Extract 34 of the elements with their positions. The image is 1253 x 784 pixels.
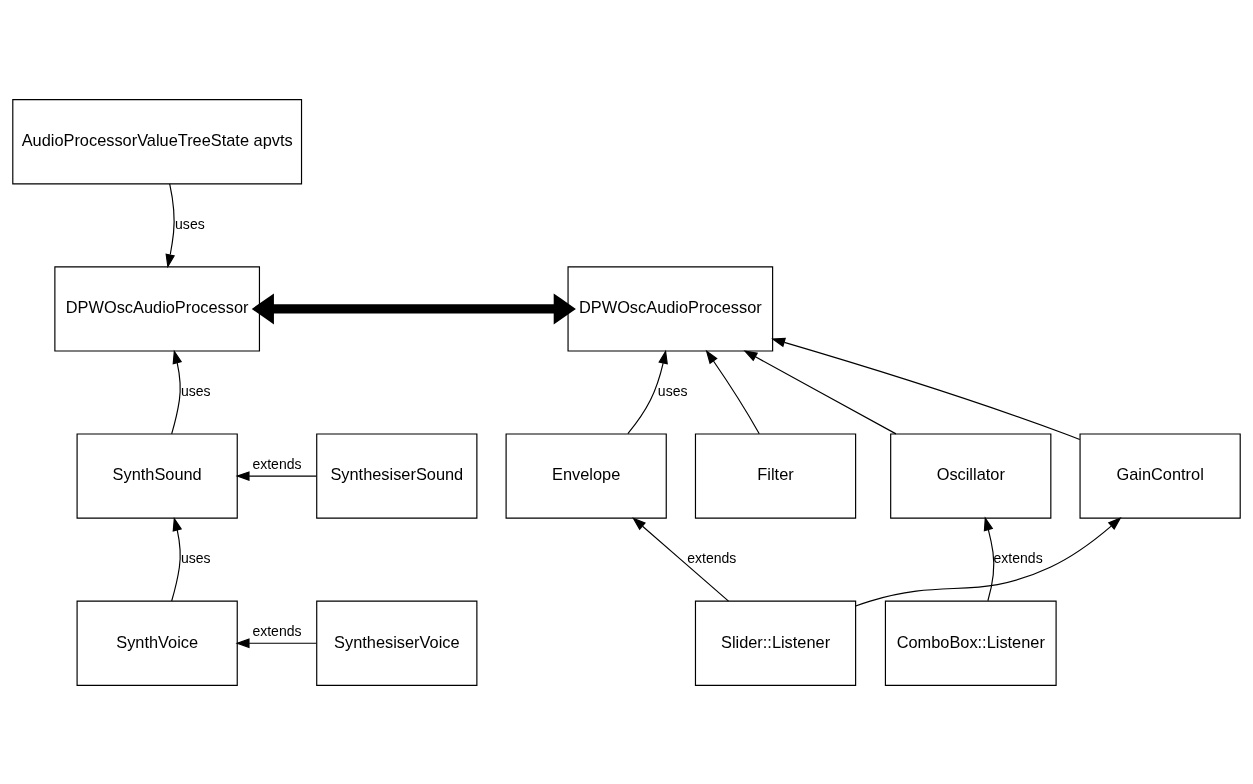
arrow [235,470,317,481]
arrow [705,349,760,434]
edge-label: extends [252,455,302,472]
arrow [235,637,317,648]
arrow [251,292,576,324]
arrow [771,337,1081,440]
node-box: GainControl [1079,432,1241,519]
edge-label: extends [687,549,737,566]
arrow [165,182,176,268]
edge-label: extends [252,622,302,639]
edge-label: uses [657,382,688,399]
node-box: DPWOscAudioProcessor [54,265,261,352]
node-box: Filter [694,432,857,519]
arrow [627,349,668,434]
arrow [743,349,897,434]
node-box: DPWOscAudioProcessor [567,265,774,352]
arrow [855,516,1122,607]
node-box: AudioProcessorValueTreeState apvts [12,98,303,184]
arrow [983,516,995,601]
edge-label: uses [180,549,211,566]
node-box: SynthesiserSound [316,432,478,519]
node-box: Envelope [505,432,667,519]
node-box: Slider::Listener [694,600,857,686]
node-box: ComboBox::Listener [884,600,1057,686]
edge-label: uses [175,215,205,232]
node-box: SynthesiserVoice [316,600,478,686]
node-box: Oscillator [890,432,1052,519]
arrow [171,349,183,434]
arrow [632,516,730,602]
arrow [171,516,183,602]
node-box: SynthVoice [76,600,238,686]
edge-label: uses [180,382,211,399]
node-box: SynthSound [76,432,238,519]
edge-label: extends [993,549,1043,566]
